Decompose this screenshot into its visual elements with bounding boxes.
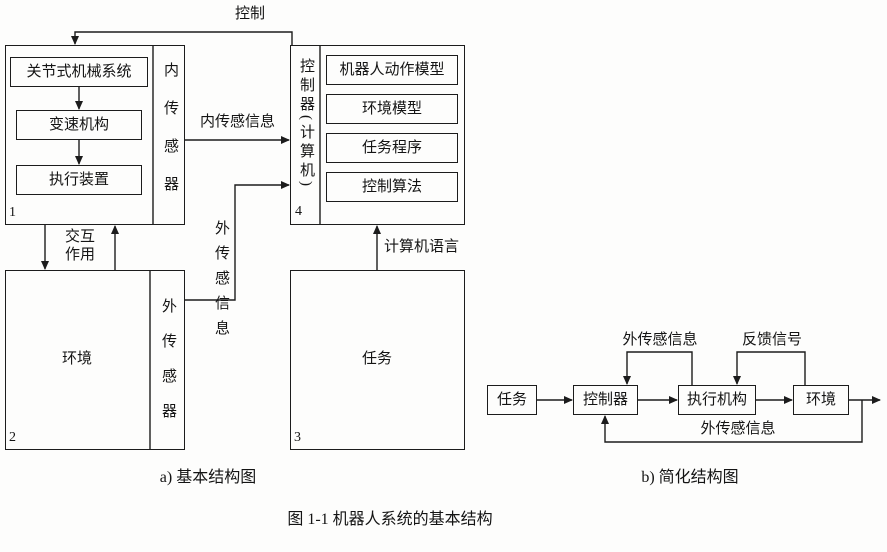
task-label: 任务 [361, 351, 392, 367]
figure-caption: 图 1-1 机器人系统的基本结构 [287, 511, 493, 528]
caption-b: b) 简化结构图 [641, 469, 739, 486]
controller-item-box: 任务程序 [326, 133, 458, 163]
mech-item-box: 执行装置 [16, 165, 142, 195]
external-info-bottom-label: 外传感信息 [700, 421, 776, 437]
controller-item-box: 环境模型 [326, 94, 458, 124]
mech-item-box: 关节式机械系统 [10, 57, 148, 87]
control-label: 控制 [234, 6, 265, 22]
flow-box-controller: 控制器 [573, 385, 638, 415]
controller-box [290, 45, 465, 225]
flow-box-task: 任务 [487, 385, 537, 415]
external-info-top-label: 外传感信息 [622, 332, 698, 348]
controller-item-box: 机器人动作模型 [326, 55, 458, 85]
external-sensor-strip-label: 外传感器 [160, 298, 176, 438]
box-number-1: 1 [9, 205, 16, 220]
internal-info-label: 内传感信息 [199, 114, 275, 130]
mechanical-system-box [5, 45, 185, 225]
box-number-3: 3 [294, 430, 301, 445]
controller-title-vertical: 控制器(计算机) [298, 58, 314, 190]
task-box [290, 270, 465, 450]
computer-language-label: 计算机语言 [384, 239, 460, 255]
caption-a: a) 基本结构图 [159, 469, 257, 486]
flow-box-environment: 环境 [793, 385, 849, 415]
interaction-label: 交互 作用 [64, 229, 95, 263]
internal-sensor-strip-label: 内传感器 [162, 62, 178, 214]
flow-box-actuator: 执行机构 [678, 385, 756, 415]
environment-box [5, 270, 185, 450]
environment-label: 环境 [61, 351, 92, 367]
box-number-2: 2 [9, 430, 16, 445]
mech-item-box: 变速机构 [16, 110, 142, 140]
box-number-4: 4 [295, 204, 302, 219]
controller-item-box: 控制算法 [326, 172, 458, 202]
feedback-signal-label: 反馈信号 [741, 332, 802, 348]
external-info-vertical-label: 外传感信息 [213, 220, 229, 345]
